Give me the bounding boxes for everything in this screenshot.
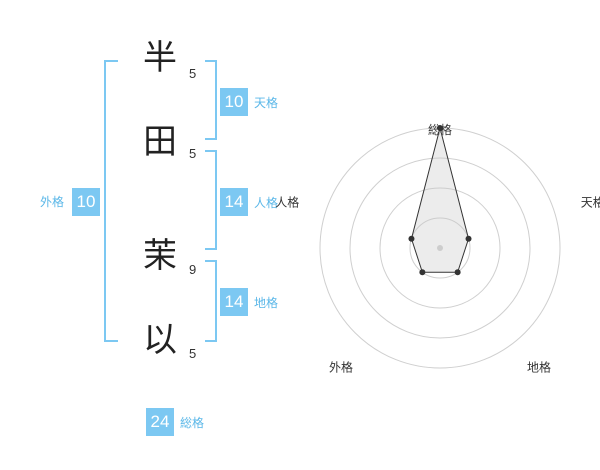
jinkaku-label: 人格 [254,196,279,210]
radar-series-polygon [410,127,470,273]
chikaku-bracket [205,260,217,342]
name-char-4: 以 [143,320,177,360]
name-char-1: 半 [143,38,177,78]
gaikaku-bracket [104,60,118,342]
name-char-2: 田 [143,122,177,162]
radar-ring-1 [409,217,471,279]
radar-point-2 [465,235,472,242]
radar-point-5 [408,235,415,242]
stroke-count-1: 5 [189,66,197,81]
jinkaku-badge: 14 [220,188,248,216]
radar-axis-label-4: 外格 [329,360,353,375]
radar-axis-label-5: 人格 [275,194,299,209]
soukaku-badge: 24 [146,408,174,436]
chikaku-label: 地格 [254,296,279,310]
radar-axis-label-2: 天格 [581,194,600,209]
stroke-count-4: 5 [189,346,197,361]
radar-axis-label-3: 地格 [527,360,551,375]
radar-point-1 [437,125,443,131]
stroke-count-3: 9 [189,262,197,277]
tenkaku-bracket [205,60,217,140]
jinkaku-bracket [205,150,217,250]
radar-ring-3 [349,157,531,339]
gaikaku-label: 外格 [40,195,65,209]
stroke-count-2: 5 [189,146,197,161]
name-char-3: 茉 [143,236,177,276]
chikaku-badge: 14 [220,288,248,316]
radar-point-4 [419,269,426,276]
radar-center-dot [437,245,443,251]
radar-axis-label-1: 総格 [428,122,452,137]
soukaku-label: 総格 [180,416,205,430]
gaikaku-badge: 10 [72,188,100,216]
tenkaku-label: 天格 [254,96,279,110]
radar-point-3 [454,269,461,276]
radar-ring-2 [379,187,501,309]
tenkaku-badge: 10 [220,88,248,116]
